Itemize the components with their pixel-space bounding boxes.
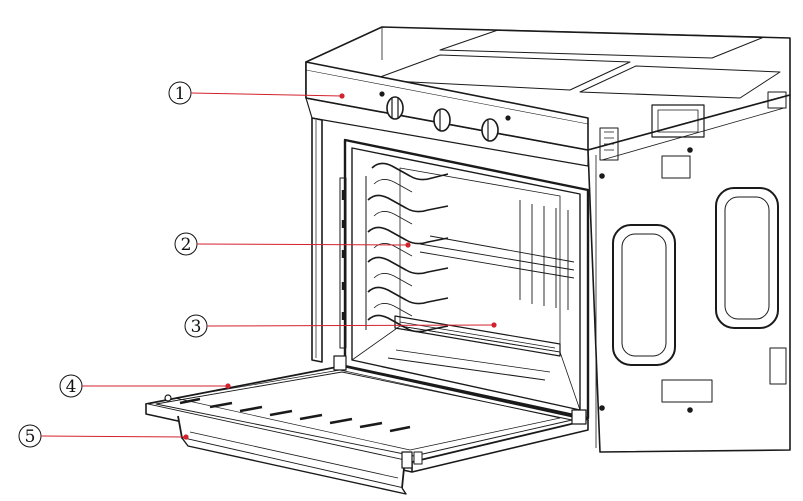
- svg-text:5: 5: [25, 427, 36, 447]
- callout-3: 3: [184, 314, 497, 338]
- door-vent-slots: [179, 397, 411, 433]
- oven-cavity: [339, 138, 590, 420]
- oven-body: [305, 26, 791, 453]
- baking-tray: [394, 315, 561, 357]
- knob-middle-icon: [433, 108, 451, 132]
- svg-text:2: 2: [181, 235, 192, 255]
- knob-right-icon: [481, 118, 499, 142]
- callout-4: 4: [59, 374, 231, 398]
- knob-left-icon: [386, 96, 404, 120]
- svg-text:1: 1: [175, 84, 186, 104]
- svg-text:3: 3: [191, 317, 202, 337]
- callout-1: 1: [168, 81, 345, 105]
- wire-rack: [419, 200, 575, 310]
- rack-supports: [365, 162, 449, 333]
- callout-2: 2: [174, 232, 411, 256]
- callout-5: 5: [18, 424, 189, 448]
- door-handle: [177, 415, 423, 495]
- control-knobs: [379, 91, 511, 142]
- callouts: 1 2 3 4 5: [18, 81, 497, 448]
- svg-text:4: 4: [66, 377, 77, 397]
